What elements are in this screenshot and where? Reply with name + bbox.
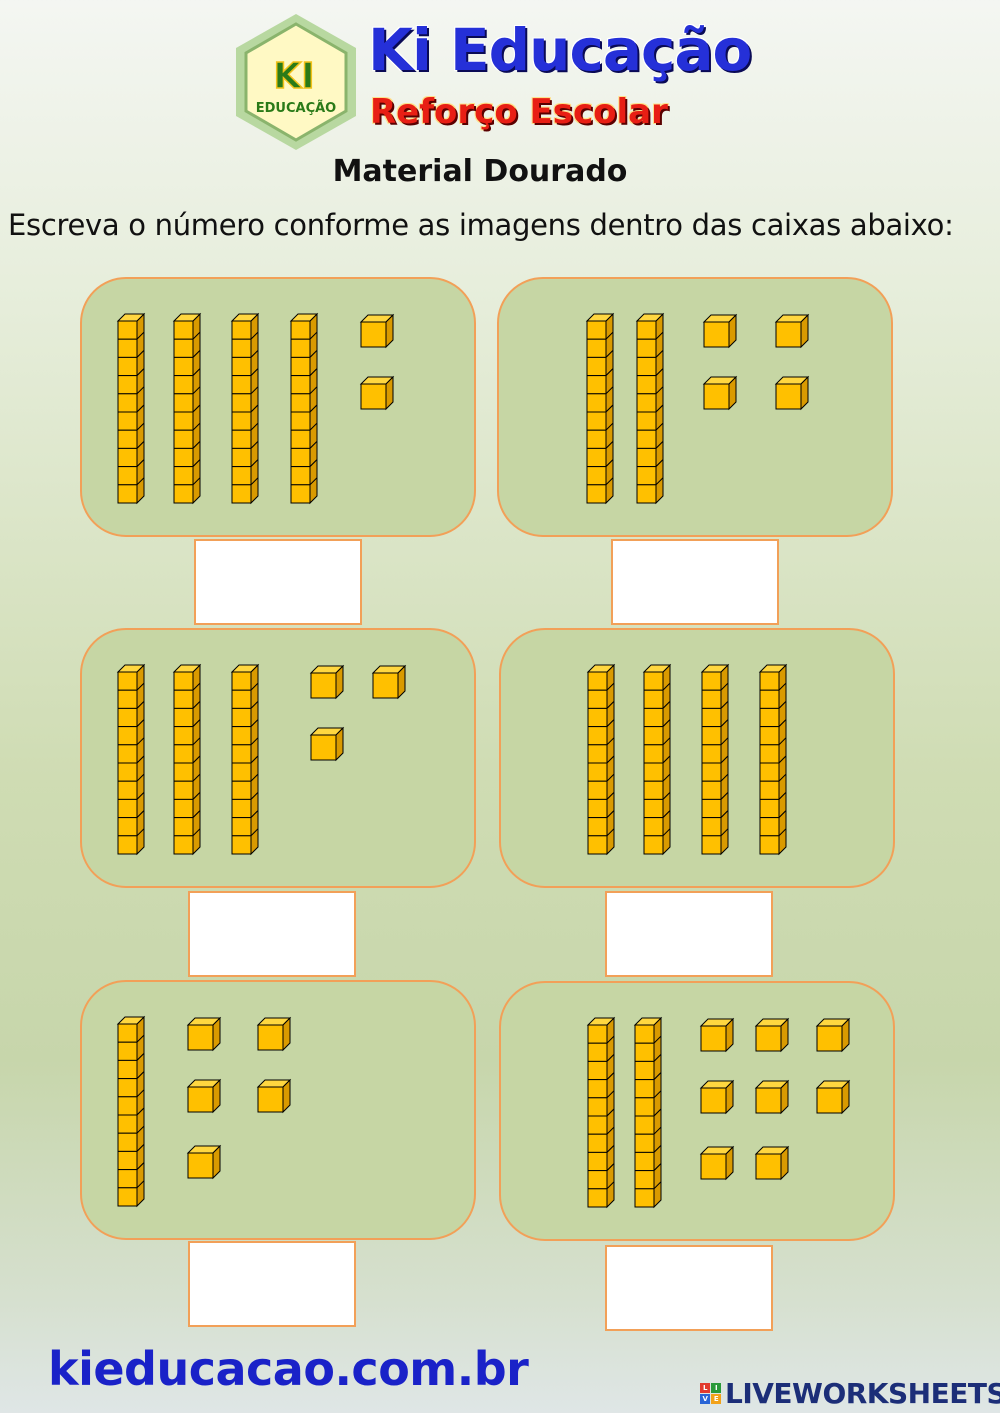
unit-cube-6-8 xyxy=(754,1145,790,1181)
ten-rod-3-2 xyxy=(172,663,202,856)
unit-cube-6-2 xyxy=(754,1017,790,1053)
ten-rod-4-2 xyxy=(642,663,672,856)
ten-rod-3-3 xyxy=(230,663,260,856)
exercise-panel-1 xyxy=(80,277,476,537)
worksheet-title: Material Dourado xyxy=(332,154,628,189)
exercise-panel-2 xyxy=(497,277,893,537)
ten-rod-2-1 xyxy=(585,312,615,505)
unit-cube-2-3 xyxy=(702,375,738,411)
unit-cube-3-2 xyxy=(371,664,407,700)
unit-cube-5-5 xyxy=(186,1144,222,1180)
ten-rod-1-3 xyxy=(230,312,260,505)
unit-cube-6-3 xyxy=(815,1017,851,1053)
brand-title: Ki Educação xyxy=(367,16,753,84)
ten-rod-6-1 xyxy=(586,1016,616,1209)
unit-cube-2-4 xyxy=(774,375,810,411)
answer-box-3[interactable] xyxy=(188,891,356,977)
ten-rod-1-1 xyxy=(116,312,146,505)
answer-box-1[interactable] xyxy=(194,539,362,625)
logo: KI EDUCAÇÃO xyxy=(232,12,360,152)
ten-rod-6-2 xyxy=(633,1016,663,1209)
exercise-panel-4 xyxy=(499,628,895,888)
ten-rod-3-1 xyxy=(116,663,146,856)
ten-rod-5-1 xyxy=(116,1015,146,1208)
ten-rod-2-2 xyxy=(635,312,665,505)
unit-cube-5-4 xyxy=(256,1078,292,1114)
unit-cube-6-7 xyxy=(699,1145,735,1181)
exercise-panel-3 xyxy=(80,628,476,888)
unit-cube-1-2 xyxy=(359,375,395,411)
unit-cube-2-1 xyxy=(702,313,738,349)
ten-rod-4-3 xyxy=(700,663,730,856)
answer-box-5[interactable] xyxy=(188,1241,356,1327)
answer-box-6[interactable] xyxy=(605,1245,773,1331)
unit-cube-6-1 xyxy=(699,1017,735,1053)
logo-caption: EDUCAÇÃO xyxy=(256,100,336,116)
ten-rod-4-1 xyxy=(586,663,616,856)
logo-mark: KI xyxy=(273,56,314,97)
unit-cube-6-4 xyxy=(699,1079,735,1115)
ten-rod-1-2 xyxy=(172,312,202,505)
liveworksheets-label: LIVEWORKSHEETS xyxy=(725,1376,1000,1410)
unit-cube-6-5 xyxy=(754,1079,790,1115)
unit-cube-5-3 xyxy=(186,1078,222,1114)
unit-cube-5-2 xyxy=(256,1016,292,1052)
unit-cube-3-3 xyxy=(309,726,345,762)
answer-box-2[interactable] xyxy=(611,539,779,625)
website-link[interactable]: kieducacao.com.br xyxy=(48,1342,529,1396)
ten-rod-4-4 xyxy=(758,663,788,856)
unit-cube-6-6 xyxy=(815,1079,851,1115)
unit-cube-3-1 xyxy=(309,664,345,700)
answer-box-4[interactable] xyxy=(605,891,773,977)
unit-cube-1-1 xyxy=(359,313,395,349)
ten-rod-1-4 xyxy=(289,312,319,505)
unit-cube-5-1 xyxy=(186,1016,222,1052)
brand-subtitle: Reforço Escolar xyxy=(370,92,668,132)
unit-cube-2-2 xyxy=(774,313,810,349)
worksheet-instruction: Escreva o número conforme as imagens den… xyxy=(8,208,954,242)
